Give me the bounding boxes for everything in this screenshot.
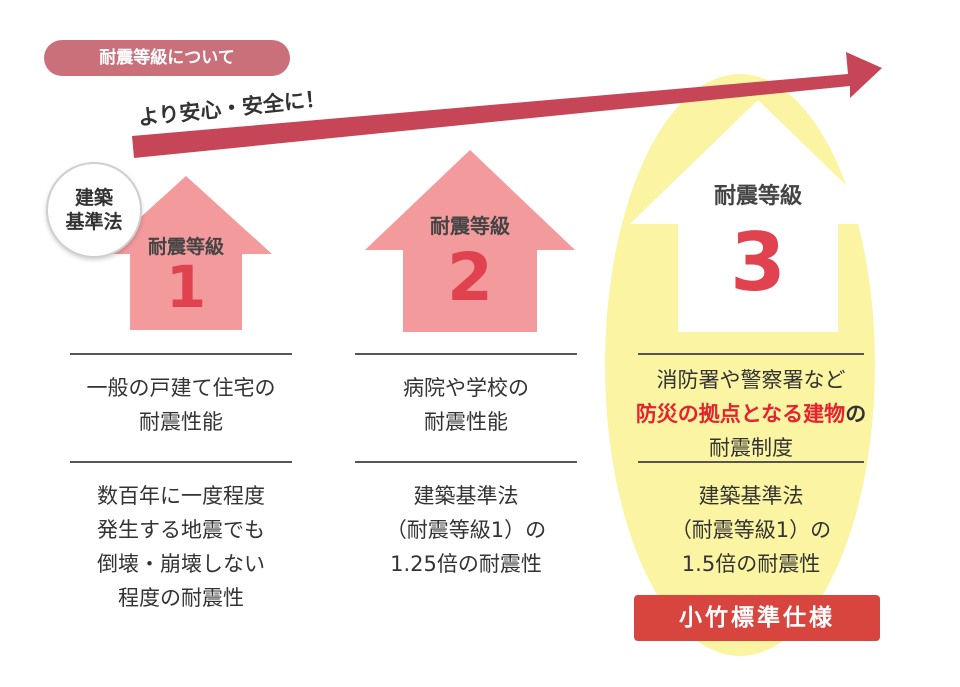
highlight-text: 防災の拠点となる建物 — [635, 402, 846, 426]
text-line: 1.5倍の耐震性 — [681, 552, 821, 576]
divider — [70, 353, 292, 355]
detail-grade-1: 数百年に一度程度 発生する地震でも 倒壊・崩壊しない 程度の耐震性 — [60, 479, 302, 615]
text-line: 防災の拠点となる建物の — [626, 397, 876, 431]
arrow-shape — [132, 52, 882, 158]
badge-line-2: 基準法 — [65, 211, 123, 233]
text-line: 1.25倍の耐震性 — [390, 552, 542, 576]
standard-spec-badge: 小竹標準仕様 — [634, 595, 880, 641]
badge-line-1: 建築 — [74, 187, 113, 209]
progress-arrow — [132, 52, 882, 158]
text-line: 耐震性能 — [139, 410, 223, 434]
detail-grade-2: 建築基準法 （耐震等級1）の 1.25倍の耐震性 — [345, 479, 587, 581]
text-line: （耐震等級1）の — [670, 518, 832, 542]
text-line: 消防署や警察署など — [656, 368, 846, 392]
text-line: 建築基準法 — [413, 484, 519, 508]
text-suffix: の — [845, 402, 867, 426]
house-shape — [365, 150, 575, 332]
section-title: 耐震等級について — [44, 40, 290, 76]
divider — [355, 461, 577, 463]
grade-number: 1 — [165, 253, 207, 321]
house-grade-3: 耐震等級 3 — [630, 100, 886, 332]
text-line: 耐震制度 — [709, 436, 793, 460]
text-line: （耐震等級1）の — [385, 518, 547, 542]
grade-label: 耐震等級 — [713, 184, 802, 209]
divider — [638, 461, 864, 463]
divider — [355, 353, 577, 355]
divider — [638, 353, 864, 355]
grade-number: 2 — [447, 239, 493, 316]
description-grade-3: 消防署や警察署など 防災の拠点となる建物の 耐震制度 — [626, 363, 876, 465]
text-line: 倒壊・崩壊しない — [97, 552, 265, 576]
detail-grade-3: 建築基準法 （耐震等級1）の 1.5倍の耐震性 — [626, 479, 876, 581]
divider — [70, 461, 292, 463]
text-line: 一般の戸建て住宅の — [86, 376, 276, 400]
house-shape — [630, 100, 886, 332]
text-line: 程度の耐震性 — [118, 586, 244, 610]
description-grade-1: 一般の戸建て住宅の 耐震性能 — [60, 371, 302, 439]
text-line: 数百年に一度程度 — [97, 484, 265, 508]
text-line: 耐震性能 — [424, 410, 508, 434]
house-shape — [100, 176, 272, 330]
grade-label: 耐震等級 — [147, 236, 224, 258]
text-line: 建築基準法 — [698, 484, 804, 508]
grade-label: 耐震等級 — [430, 214, 510, 238]
text-line: 病院や学校の — [403, 376, 529, 400]
building-standard-badge: 建築 基準法 — [46, 162, 142, 258]
description-grade-2: 病院や学校の 耐震性能 — [345, 371, 587, 439]
house-grade-2: 耐震等級 2 — [365, 150, 575, 332]
grade-number: 3 — [730, 216, 786, 309]
text-line: 発生する地震でも — [97, 518, 265, 542]
house-grade-1: 耐震等級 1 — [100, 176, 272, 330]
